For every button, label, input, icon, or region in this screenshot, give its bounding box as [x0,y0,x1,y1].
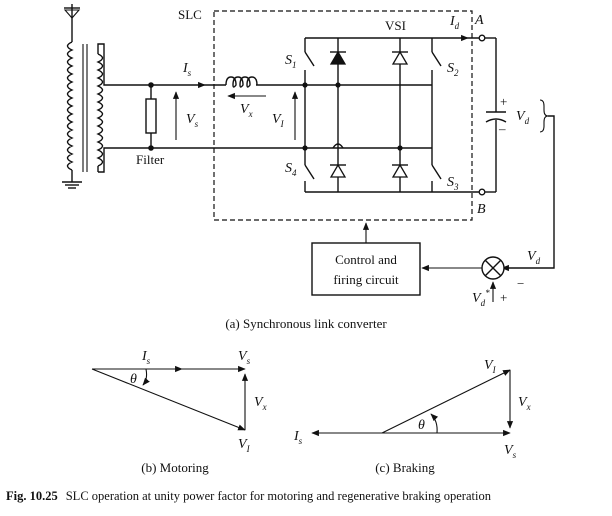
slc-label: SLC [178,7,202,22]
caption-a: (a) Synchronous link converter [225,316,387,331]
phasor-c-vi-label: VI [484,358,497,375]
supply-top-wire [97,43,226,86]
vi-label: VI [272,112,285,129]
vsi-label: VSI [385,18,406,33]
node-a-label: A [474,13,484,28]
vd-label: Vd [516,109,530,126]
switch-s2-label: S2 [447,61,459,78]
phasor-diagram-braking [311,369,514,437]
ac-source-symbol [63,4,81,42]
slc-dashed-boundary [213,10,473,221]
phasor-b-vx-label: Vx [254,395,267,412]
vs-label: Vs [186,112,199,129]
is-label: Is [182,61,192,78]
diode-d3 [391,163,409,178]
ground-symbol [62,180,82,189]
transformer-core [82,44,88,172]
diode-d2 [391,50,409,65]
minus-sign: − [517,276,524,291]
transformer-secondary-coil [96,46,104,172]
cap-plus-label: + [500,94,507,109]
supply-bottom-wire [98,147,305,173]
phasor-b-theta-label: θ [130,372,137,387]
vd-brace [539,99,549,133]
phasor-c-vx-label: Vx [518,395,531,412]
diode-d1 [329,50,347,65]
node-b-label: B [477,202,486,217]
caption-b: (b) Motoring [141,460,209,475]
filter-label: Filter [136,152,165,167]
summing-junction [481,256,505,280]
switch-s3-label: S3 [447,175,459,192]
phasor-c-vs-label: Vs [504,443,517,460]
switch-s4-label: S4 [285,161,297,178]
control-label-line2: firing circuit [333,272,399,287]
vx-label: Vx [240,102,253,119]
filter-resistor [145,82,157,151]
terminal-a [478,34,486,42]
control-firing-circuit-box [311,242,421,296]
terminal-b [478,188,486,196]
diode-d4 [329,163,347,178]
phasor-c-is-label: Is [293,429,303,446]
vd-feedback-label: Vd [527,249,541,266]
phasor-c-theta-label: θ [418,418,425,433]
phasor-b-vs-label: Vs [238,349,251,366]
switch-s1-label: S1 [285,53,297,70]
phasor-diagram-motoring [91,365,249,431]
phasor-b-vi-label: VI [238,437,251,454]
vsi-bridge [304,37,482,193]
id-label: Id [449,14,460,31]
control-label-line1: Control and [335,252,397,267]
phasor-b-is-label: Is [141,349,151,366]
dc-link-capacitor [485,37,507,193]
transformer-primary-coil [66,41,74,180]
link-inductor [225,76,305,88]
vd-feedback-wire [506,115,555,269]
vd-reference-label: Vd* [472,288,490,308]
caption-c: (c) Braking [375,460,435,475]
cap-minus-label: – [498,121,506,136]
plus-sign: + [500,290,507,305]
